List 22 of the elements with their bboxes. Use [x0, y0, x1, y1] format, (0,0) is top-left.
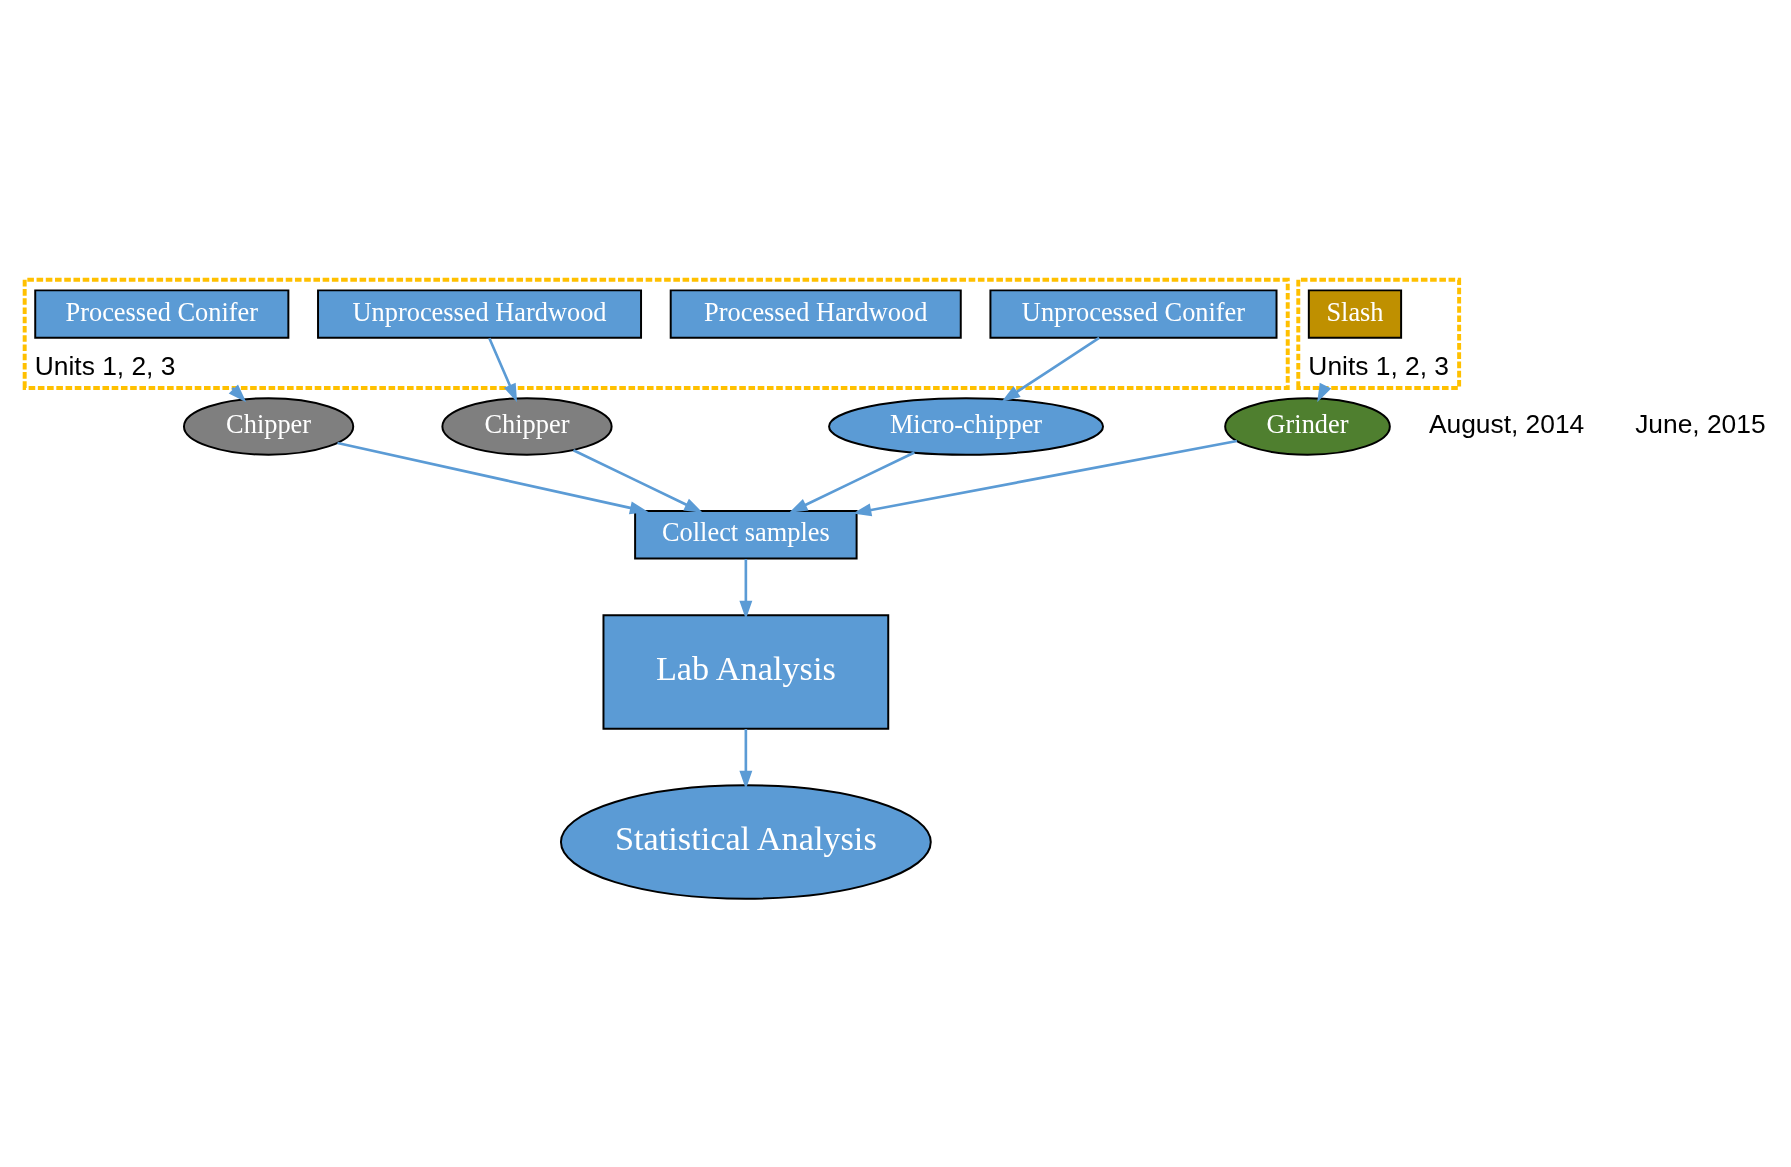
arrow	[739, 728, 753, 789]
node-box: Slash	[1307, 288, 1403, 339]
arrow	[852, 439, 1238, 516]
node-box: Collect samples	[634, 509, 858, 560]
node-box: Unprocessed Conifer	[989, 288, 1278, 339]
node-ellipse: Chipper	[182, 396, 355, 456]
arrow	[572, 448, 703, 513]
node-box: Processed Conifer	[34, 288, 290, 339]
label: August, 2014	[1428, 408, 1585, 439]
arrow	[789, 450, 915, 513]
node-box: Unprocessed Hardwood	[317, 288, 643, 339]
node-ellipse: Micro-chipper	[828, 396, 1104, 456]
node-ellipse: Grinder	[1224, 396, 1391, 456]
arrow	[337, 441, 649, 514]
node-box: Lab Analysis	[602, 613, 890, 730]
node-ellipse: Chipper	[441, 396, 613, 456]
node-ellipse: Statistical Analysis	[559, 783, 932, 900]
node-box: Processed Hardwood	[669, 288, 962, 339]
arrow	[739, 558, 753, 619]
label: June, 2015	[1635, 408, 1766, 439]
arrow	[1001, 336, 1100, 402]
arrow	[488, 337, 518, 402]
